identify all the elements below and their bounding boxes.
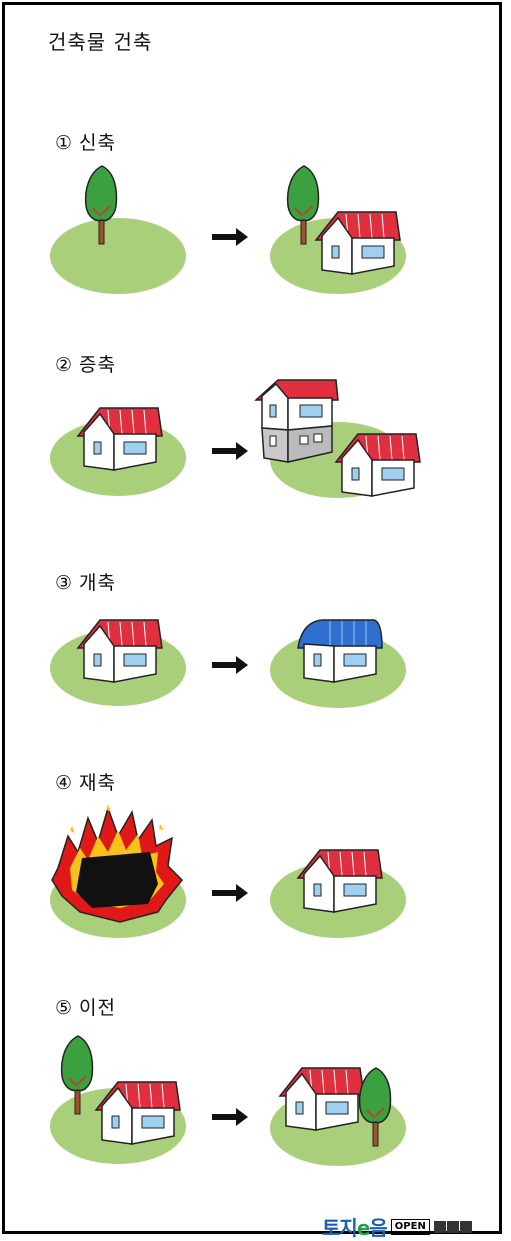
license-icon: [446, 1220, 459, 1233]
arrow-icon: [212, 1108, 248, 1126]
arrow-icon: [212, 442, 248, 460]
house-icon: [297, 849, 383, 913]
section-number: ④: [55, 772, 74, 794]
section-number: ②: [55, 354, 74, 376]
house-icon: [77, 619, 163, 683]
section-title: 신축: [79, 132, 117, 154]
house-icon: [77, 407, 163, 471]
section-title: 재축: [79, 772, 117, 794]
license-icon: [459, 1220, 472, 1233]
page-title: 건축물 건축: [48, 30, 153, 54]
open-license-badge: OPEN: [390, 1218, 430, 1235]
grass-patch: [50, 218, 186, 294]
license-icon: [433, 1220, 446, 1233]
fire-icon: [51, 804, 184, 923]
illustration-frame: [2, 2, 502, 1234]
footer-branding: 토지e음 OPEN: [322, 1212, 472, 1241]
house-icon: [279, 1067, 365, 1131]
section-number: ③: [55, 572, 74, 594]
section-number: ⑤: [55, 997, 74, 1019]
section-title: 개축: [79, 572, 117, 594]
two-story-house-icon: [254, 379, 339, 463]
arrow-icon: [212, 228, 248, 246]
section-title: 증축: [79, 354, 117, 376]
section-number: ①: [55, 132, 74, 154]
section-title: 이전: [79, 997, 117, 1019]
tojieum-logo: 토지e음: [322, 1216, 388, 1240]
house-icon: [297, 619, 383, 683]
license-icons: [433, 1220, 472, 1233]
arrow-icon: [212, 656, 248, 674]
arrow-icon: [212, 884, 248, 902]
